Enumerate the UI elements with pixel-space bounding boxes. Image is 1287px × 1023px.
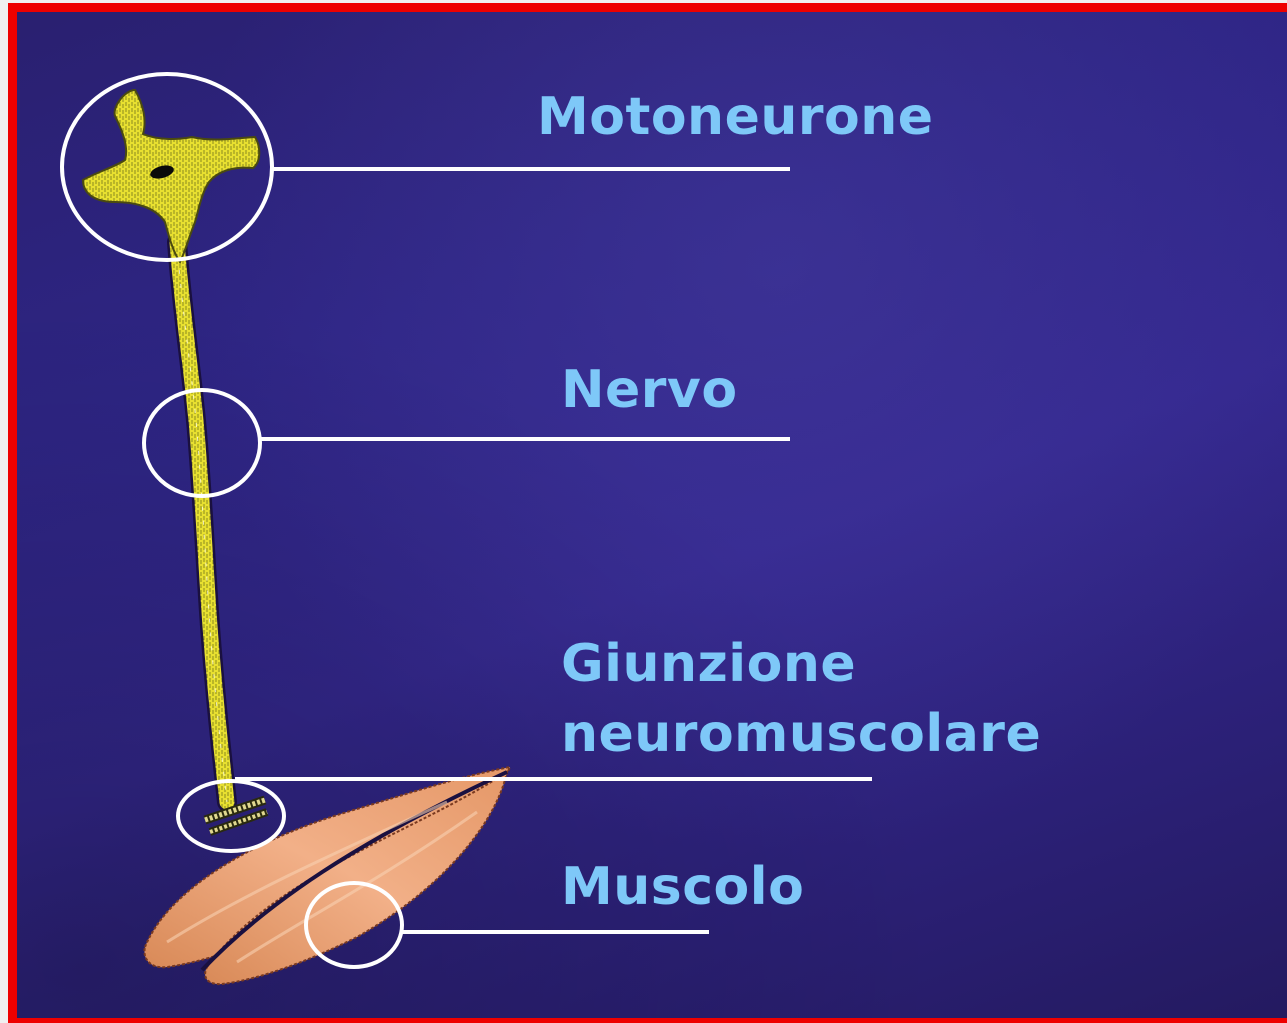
label-giunzione: Giunzione neuromuscolare bbox=[561, 629, 1041, 769]
label-giunzione-line2: neuromuscolare bbox=[561, 699, 1041, 769]
label-muscolo: Muscolo bbox=[561, 852, 804, 922]
label-giunzione-line1: Giunzione bbox=[561, 629, 1041, 699]
label-motoneurone: Motoneurone bbox=[537, 82, 934, 152]
nerve-fiber bbox=[177, 242, 227, 802]
muscle-shape bbox=[144, 767, 510, 984]
slide-canvas: Motoneurone Nervo Giunzione neuromuscola… bbox=[17, 12, 1287, 1018]
label-nervo: Nervo bbox=[561, 355, 738, 425]
motoneuron-body bbox=[83, 90, 259, 262]
